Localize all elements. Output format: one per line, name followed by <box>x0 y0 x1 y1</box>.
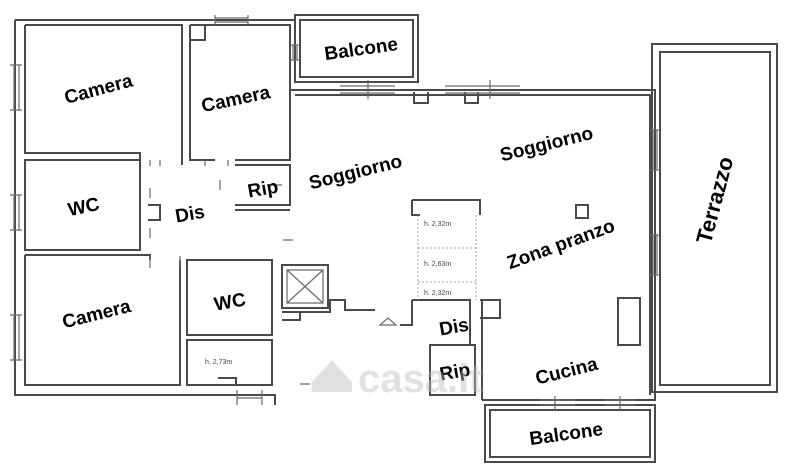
windows <box>10 15 660 410</box>
room-label-dis-left: Dis <box>174 202 207 228</box>
height-note-4: h. 2,73m <box>205 359 232 366</box>
watermark-text: casa.it <box>358 357 483 401</box>
room-label-camera-top-middle: Camera <box>200 82 273 117</box>
room-label-cucina: Cucina <box>533 354 600 390</box>
room-label-zona-pranzo: Zona pranzo <box>504 216 617 274</box>
door-marks <box>149 160 293 268</box>
height-note-3: h. 2,32m <box>424 290 451 297</box>
room-label-rip-left: Rip <box>246 177 280 203</box>
height-note-1: h. 2,32m <box>424 221 451 228</box>
room-label-wc-left: WC <box>66 194 102 221</box>
room-label-balcone-bottom: Balcone <box>528 419 604 450</box>
room-label-balcone-top: Balcone <box>323 34 399 65</box>
height-note-2: h. 2,63m <box>424 261 451 268</box>
room-label-terrazzo: Terrazzo <box>691 154 738 246</box>
room-label-camera-top-left: Camera <box>62 70 135 108</box>
room-label-camera-bottom-left: Camera <box>60 296 133 333</box>
room-label-soggiorno-right: Soggiorno <box>498 123 595 166</box>
walls <box>14 14 778 463</box>
room-label-dis-bottom: Dis <box>438 315 471 341</box>
house-icon <box>312 360 352 392</box>
room-label-soggiorno-left: Soggiorno <box>307 151 404 194</box>
room-label-rip-bottom: Rip <box>438 360 472 386</box>
watermark-logo: casa.it <box>312 357 483 401</box>
room-label-wc-bottom: WC <box>213 289 248 315</box>
